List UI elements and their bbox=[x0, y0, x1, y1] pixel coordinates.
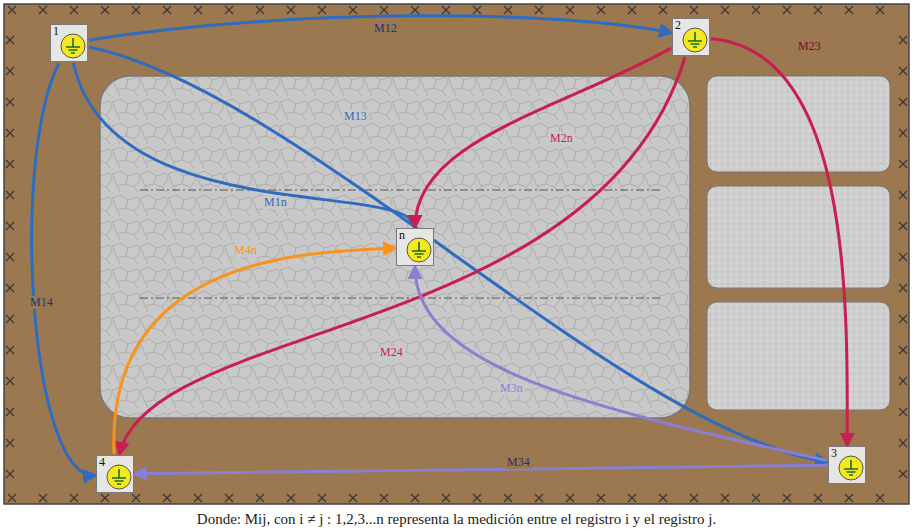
slab bbox=[707, 76, 890, 172]
measurement-label: M1n bbox=[262, 196, 289, 209]
slab bbox=[707, 302, 890, 410]
measurement-label: M13 bbox=[342, 110, 369, 123]
measurement-label: M12 bbox=[372, 22, 399, 35]
measurement-label: M4n bbox=[232, 244, 259, 257]
measurement-label: M3n bbox=[498, 382, 525, 395]
measurement-label: M2n bbox=[548, 132, 575, 145]
ground-register: 2 bbox=[672, 18, 710, 56]
soil-ground bbox=[4, 4, 909, 504]
measurement-arrow bbox=[89, 47, 827, 462]
measurement-arrow bbox=[415, 48, 671, 227]
register-number: 2 bbox=[675, 19, 681, 32]
ground-register: n bbox=[396, 228, 434, 266]
measurement-label: M23 bbox=[796, 40, 823, 53]
paved-area bbox=[100, 76, 690, 418]
measurement-label: M34 bbox=[505, 456, 532, 469]
measurement-label: M24 bbox=[378, 346, 405, 359]
register-number: 3 bbox=[831, 447, 837, 460]
axis-line bbox=[140, 190, 660, 191]
measurement-arrow bbox=[135, 465, 827, 474]
measurement-arrow bbox=[89, 16, 671, 40]
measurement-label: M14 bbox=[28, 296, 55, 309]
measurement-arrow bbox=[711, 39, 847, 445]
register-number: 1 bbox=[53, 25, 59, 38]
slab bbox=[707, 186, 890, 288]
axis-line bbox=[140, 298, 660, 299]
measurement-arrow bbox=[415, 267, 827, 461]
measurement-arrow bbox=[114, 248, 395, 454]
register-number: n bbox=[399, 229, 405, 242]
ground-register: 3 bbox=[828, 446, 866, 484]
measurement-arrow bbox=[32, 63, 95, 475]
register-number: 4 bbox=[99, 456, 105, 469]
ground-register: 4 bbox=[96, 455, 134, 493]
ground-register: 1 bbox=[50, 24, 88, 62]
fence-marks bbox=[6, 6, 907, 502]
figure-caption: Donde: Mij, con i ≠ j : 1,2,3...n repres… bbox=[0, 510, 913, 528]
measurement-arrow bbox=[120, 57, 685, 454]
measurement-arrow bbox=[73, 63, 414, 227]
